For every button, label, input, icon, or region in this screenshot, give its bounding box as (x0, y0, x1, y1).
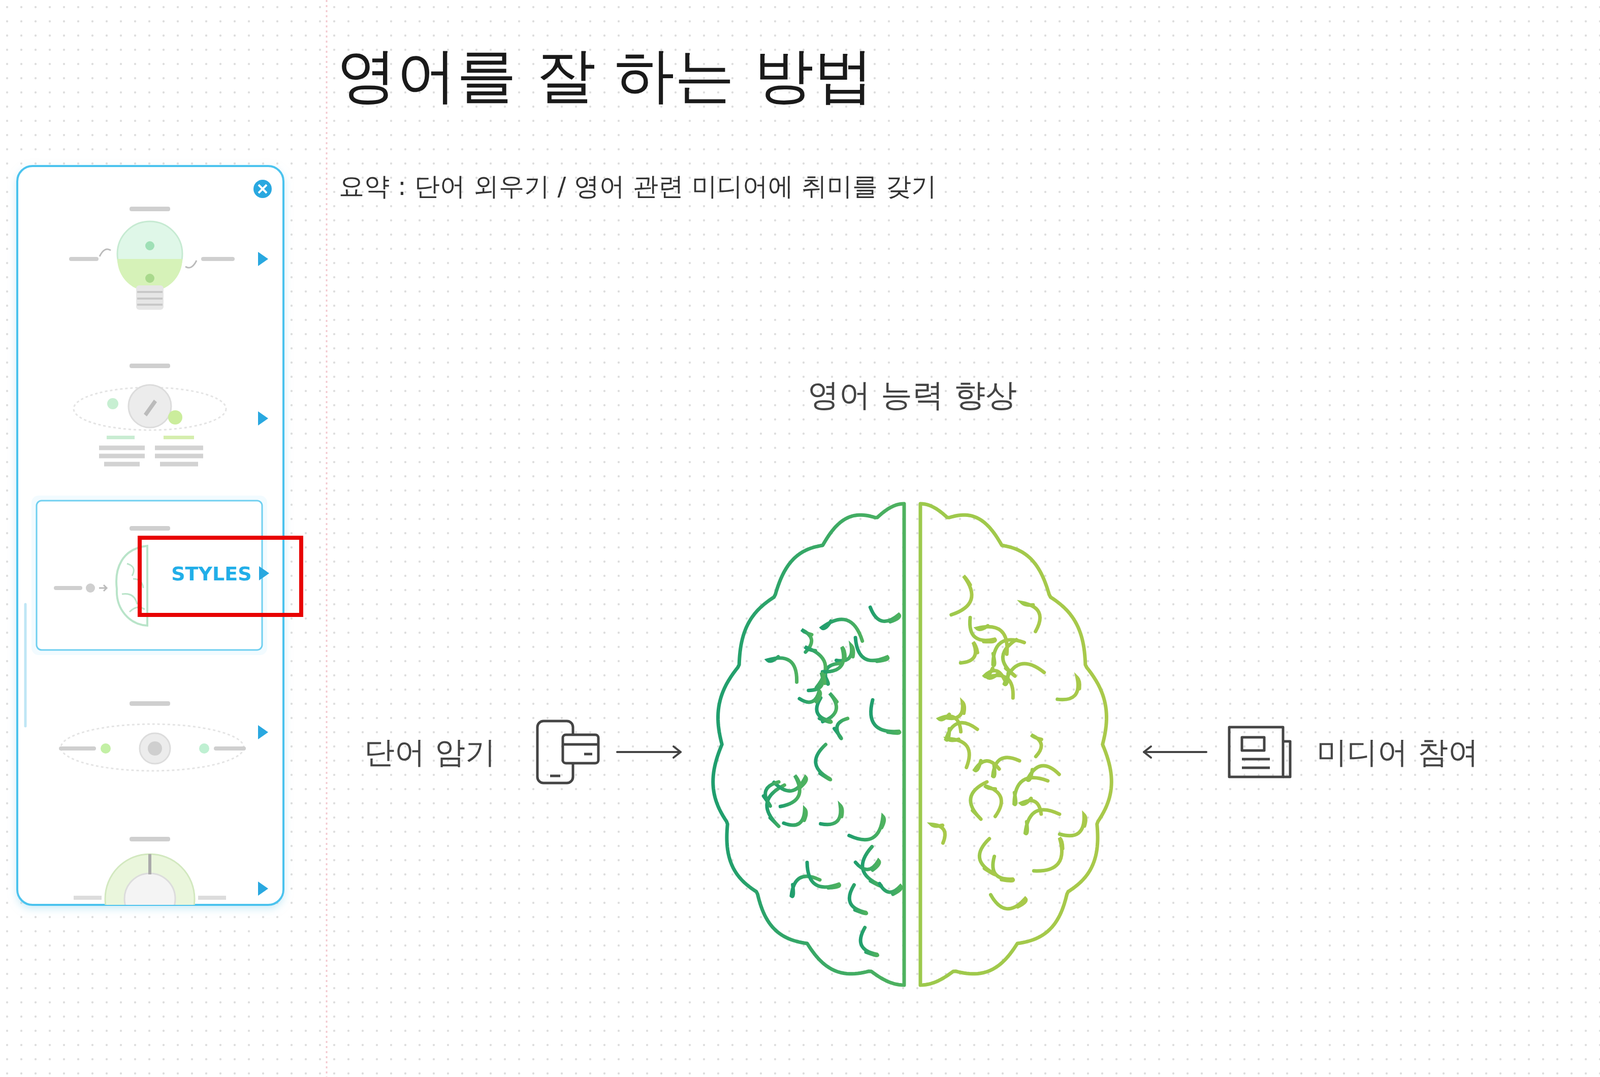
brain-fold (1059, 815, 1086, 837)
brain-fold (960, 642, 978, 664)
brain-fold (990, 894, 1026, 910)
brain-fold (945, 722, 978, 741)
brain-fold (871, 699, 900, 733)
brain-fold (799, 691, 821, 703)
styles-panel (17, 166, 284, 944)
brain-fold (820, 805, 843, 825)
brain-fold (783, 809, 807, 826)
brain-fold (984, 785, 1002, 817)
brain-fold (849, 816, 885, 841)
brain-fold (821, 619, 863, 642)
title: 영어를 잘 하는 방법 (336, 35, 874, 117)
brain-fold (849, 885, 867, 914)
summary-text: 요약 : 단어 외우기 / 영어 관련 미디어에 취미를 갖기 (336, 168, 939, 205)
brain-fold (808, 673, 825, 691)
source-node: 단어 암기 (355, 726, 618, 778)
brain-fold (947, 739, 970, 768)
brain-fold (979, 839, 995, 875)
brain-fold (969, 617, 996, 643)
brain-fold (870, 607, 900, 622)
brain-fold (974, 760, 1000, 771)
brain-fold (780, 775, 800, 807)
brain-illustration (713, 503, 1112, 986)
brain-fold (763, 782, 779, 807)
arrow-connector (1143, 751, 1207, 754)
brain-fold (815, 744, 831, 780)
highlight-box (139, 537, 302, 616)
arrow-connector (617, 751, 681, 754)
brain-fold (1031, 734, 1042, 757)
brain-fold (1057, 678, 1080, 700)
phone-icon (537, 721, 599, 784)
brain-fold (855, 860, 880, 871)
brain-fold (834, 718, 848, 739)
brain-hemisphere (920, 503, 1112, 986)
source-node: 미디어 참여 (1206, 726, 1507, 778)
brain-fold (993, 856, 1014, 882)
styles-label: STYLES (169, 561, 254, 587)
brain-fold (816, 697, 831, 723)
brain-node: 영어 능력 향상 (680, 374, 1144, 996)
brain-fold (767, 657, 797, 683)
brain-fold (822, 647, 845, 672)
brain-fold (1025, 810, 1060, 835)
newspaper-icon (1229, 727, 1291, 778)
margin-line (326, 0, 328, 1077)
brain-fold (1004, 663, 1044, 685)
node-label: 단어 암기 (364, 726, 618, 778)
node-heading: 영어 능력 향상 (680, 374, 1144, 416)
brain-fold (1021, 602, 1040, 632)
brain-fold (1033, 838, 1063, 872)
brain-fold (931, 824, 946, 844)
node-label: 미디어 참여 (1316, 726, 1507, 778)
brain-fold (807, 862, 840, 888)
brain-hemisphere (713, 503, 905, 986)
brain-fold (1014, 778, 1048, 805)
brain-fold (822, 693, 838, 722)
brain-fold (855, 637, 888, 662)
brain-fold (860, 928, 878, 956)
brain-fold (951, 576, 972, 616)
brain-fold (879, 883, 902, 895)
